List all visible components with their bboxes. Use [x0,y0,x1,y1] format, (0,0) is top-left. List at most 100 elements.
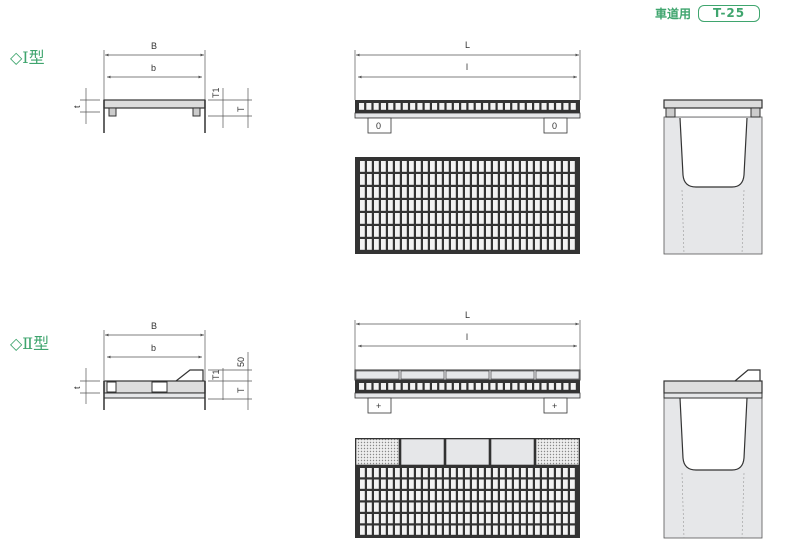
grating-cell [374,479,379,489]
grating-cell [570,103,576,110]
grating-cell [395,213,400,224]
grating-cell [507,468,512,478]
grating-cell [458,187,463,198]
grating-cell [500,502,505,512]
grating-cell [493,514,498,524]
grating-cell [360,174,365,185]
grating-cell [507,514,512,524]
grating-cell [444,514,449,524]
grating-cell [373,383,379,390]
grating-cell [542,468,547,478]
grating-cell [535,370,580,380]
grating-cell [423,187,428,198]
grating-cell [465,161,470,172]
grating-cell [395,383,401,390]
grating-cell [535,491,540,501]
grating-cell [507,502,512,512]
grating-cell [549,514,554,524]
grating-cell [479,187,484,198]
grating-cell [556,239,561,250]
grating-cell [519,383,525,390]
grating-cell [388,479,393,489]
grating-cell [395,161,400,172]
grating-cell [563,514,568,524]
type-1-plan-view [355,157,580,254]
grating-cell [423,226,428,237]
grating-cell [416,502,421,512]
grating-cell [556,491,561,501]
grating-cell [430,491,435,501]
grating-cell [528,491,533,501]
grating-cell [430,468,435,478]
grating-cell [402,226,407,237]
grating-cell [468,383,474,390]
grating-cell [367,161,372,172]
dim-L-2: L [465,310,470,320]
grating-cell [444,491,449,501]
grating-cell [360,491,365,501]
grating-cell [514,479,519,489]
dim-l-2: l [466,332,468,342]
grating-cell [400,370,445,380]
grating-cell [490,103,496,110]
grating-cell [381,226,386,237]
grating-cell [570,174,575,185]
grating-cell [472,502,477,512]
grating-cell [549,213,554,224]
grating-cell [472,161,477,172]
grating-cell [409,468,414,478]
grating-cell [535,479,540,489]
grating-cell [479,502,484,512]
grating-cell [388,161,393,172]
grating-cell [409,491,414,501]
grating-cell [374,525,379,535]
grating-cell [493,525,498,535]
grating-cell [507,187,512,198]
grating-cell [486,213,491,224]
grating-cell [505,383,511,390]
grating-cell [423,239,428,250]
grating-cell [483,103,489,110]
grating-cell [542,502,547,512]
grating-cell [416,491,421,501]
grating-cell [535,239,540,250]
grating-cell [439,103,445,110]
grating-cell [355,438,400,466]
grating-cell [374,468,379,478]
grating-cell [514,468,519,478]
grating-cell [402,514,407,524]
grating-cell [535,525,540,535]
grating-cell [374,226,379,237]
grating-cell [493,479,498,489]
grating-cell [430,174,435,185]
grating-cell [493,161,498,172]
grating-cell [507,213,512,224]
grating-cell [444,187,449,198]
grating-cell [556,468,561,478]
grating-cell [416,174,421,185]
grating-cell [409,187,414,198]
grating-cell [409,525,414,535]
grating-cell [458,514,463,524]
grating-cell [458,226,463,237]
grating-cell [430,161,435,172]
grating-cell [367,479,372,489]
grating-cell [374,174,379,185]
grating-cell [400,438,445,466]
grating-cell [493,213,498,224]
grating-cell [437,479,442,489]
grating-cell [416,239,421,250]
grating-cell [451,491,456,501]
grating-cell [402,383,408,390]
grating-cell [514,174,519,185]
grating-cell [556,103,562,110]
grating-cell [444,174,449,185]
grating-cell [493,174,498,185]
grating-cell [416,213,421,224]
grating-cell [423,525,428,535]
grating-cell [360,161,365,172]
grating-cell [521,479,526,489]
grating-cell [423,200,428,211]
grating-cell [549,468,554,478]
